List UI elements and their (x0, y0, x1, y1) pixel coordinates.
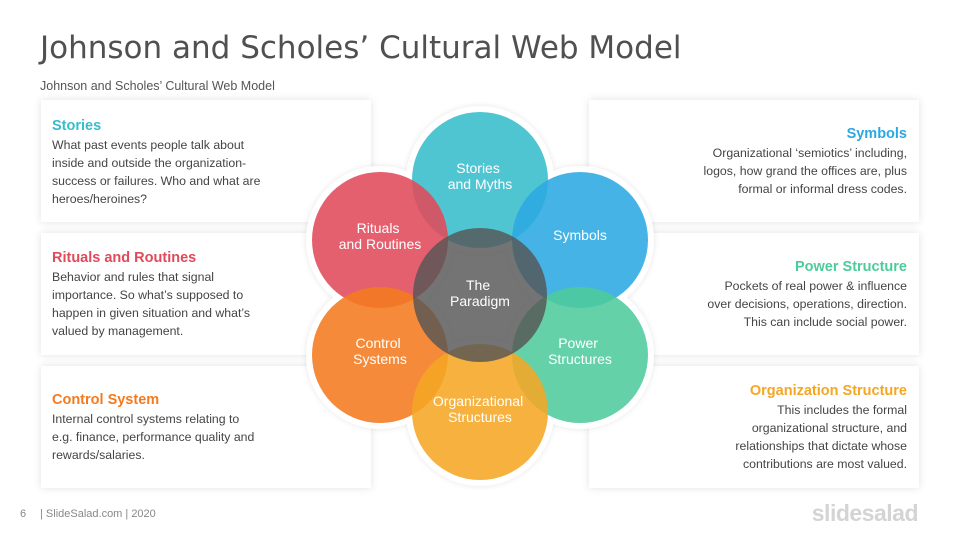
stories-description: What past events people talk about insid… (52, 136, 282, 208)
desc-line: organizational structure, and (751, 421, 907, 435)
rituals-description: Behavior and rules that signal importanc… (52, 268, 282, 340)
symbols-heading: Symbols (846, 126, 907, 142)
desc-line: e.g. finance, performance quality and (52, 430, 255, 444)
organization-label: Organizational Structures (433, 393, 527, 425)
symbols-text-block: Symbols Organizational ‘semiotics’ inclu… (677, 126, 907, 198)
stories-circle (412, 112, 548, 248)
symbols-card (589, 100, 919, 222)
footer-source: | SlideSalad.com | 2020 (40, 508, 156, 520)
control-text-block: Control System Internal control systems … (52, 392, 282, 464)
paradigm-circle (413, 228, 547, 362)
power-description: Pockets of real power & influence over d… (677, 277, 907, 331)
desc-line: contributions are most valued. (742, 457, 907, 471)
desc-line: This can include social power. (743, 315, 907, 329)
desc-line: over decisions, operations, direction. (707, 297, 907, 311)
rituals-circle (312, 172, 448, 308)
organization-text-block: Organization Structure This includes the… (677, 383, 907, 473)
desc-line: This includes the formal (777, 403, 907, 417)
symbols-circle (512, 172, 648, 308)
rituals-heading: Rituals and Routines (52, 250, 197, 266)
desc-line: valued by management. (52, 324, 184, 338)
organization-heading: Organization Structure (749, 383, 907, 399)
control-heading: Control System (52, 392, 160, 408)
desc-line: Organizational ‘semiotics’ including, (712, 146, 907, 160)
control-circle (312, 287, 448, 423)
stories-card (41, 100, 371, 222)
desc-line: logos, how grand the offices are, plus (703, 164, 907, 178)
page-number: 6 (20, 508, 27, 520)
stories-label: Stories and Myths (448, 160, 513, 192)
rituals-text-block: Rituals and Routines Behavior and rules … (52, 250, 282, 340)
paradigm-label: The Paradigm (450, 277, 510, 309)
power-circle (512, 287, 648, 423)
power-label: Power Structures (548, 335, 612, 367)
organization-circle (412, 344, 548, 480)
control-label: Control Systems (353, 335, 407, 367)
page-title: Johnson and Scholes’ Cultural Web Model (40, 30, 682, 66)
desc-line: relationships that dictate whose (735, 439, 907, 453)
desc-line: importance. So what’s supposed to (52, 288, 244, 302)
desc-line: rewards/salaries. (52, 448, 145, 462)
power-text-block: Power Structure Pockets of real power & … (677, 259, 907, 331)
cultural-web-diagram: Stories and Myths Rituals and Routines S… (306, 106, 654, 486)
organization-description: This includes the formal organizational … (677, 401, 907, 473)
desc-line: happen in given situation and what’s (52, 306, 251, 320)
desc-line: success or failures. Who and what are (52, 174, 261, 188)
symbols-label: Symbols (553, 227, 607, 243)
desc-line: heroes/heroines? (52, 192, 148, 206)
symbols-description: Organizational ‘semiotics’ including, lo… (677, 144, 907, 198)
power-heading: Power Structure (795, 259, 907, 275)
desc-line: Pockets of real power & influence (724, 279, 907, 293)
desc-line: formal or informal dress codes. (738, 182, 907, 196)
petal-circles (312, 112, 648, 480)
desc-line: inside and outside the organization- (52, 156, 247, 170)
stories-heading: Stories (52, 118, 102, 134)
stories-text-block: Stories What past events people talk abo… (52, 118, 282, 208)
page-subtitle: Johnson and Scholes’ Cultural Web Model (40, 79, 275, 93)
desc-line: Behavior and rules that signal (52, 270, 215, 284)
desc-line: What past events people talk about (52, 138, 245, 152)
rituals-label: Rituals and Routines (339, 220, 422, 252)
brand-logo: slidesalad (811, 500, 919, 526)
desc-line: Internal control systems relating to (52, 412, 240, 426)
control-description: Internal control systems relating to e.g… (52, 410, 282, 464)
